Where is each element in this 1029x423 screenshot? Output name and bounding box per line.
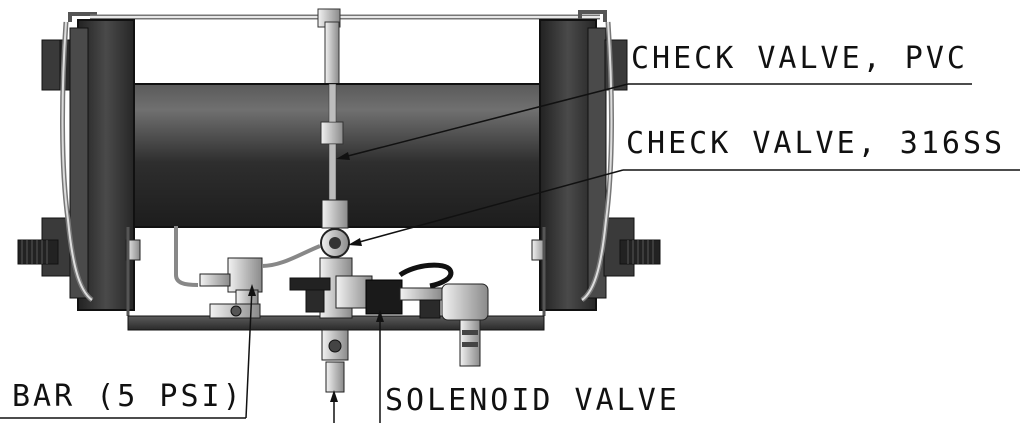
right-flange xyxy=(531,19,661,311)
callout-check-valve-pvc: CHECK VALVE, PVC xyxy=(631,41,968,76)
callout-regulator: BAR (5 PSI) xyxy=(12,379,244,414)
leader-lines xyxy=(0,83,1020,423)
support-frame xyxy=(126,226,546,331)
pressure-regulator xyxy=(199,244,321,319)
callout-solenoid-valve: SOLENOID VALVE xyxy=(385,383,680,418)
solenoid-valve xyxy=(289,262,489,367)
side-tubing xyxy=(60,21,614,303)
callout-check-valve-316ss: CHECK VALVE, 316SS xyxy=(626,126,1006,161)
leader-arrowheads xyxy=(248,152,384,402)
left-flange xyxy=(17,19,141,311)
